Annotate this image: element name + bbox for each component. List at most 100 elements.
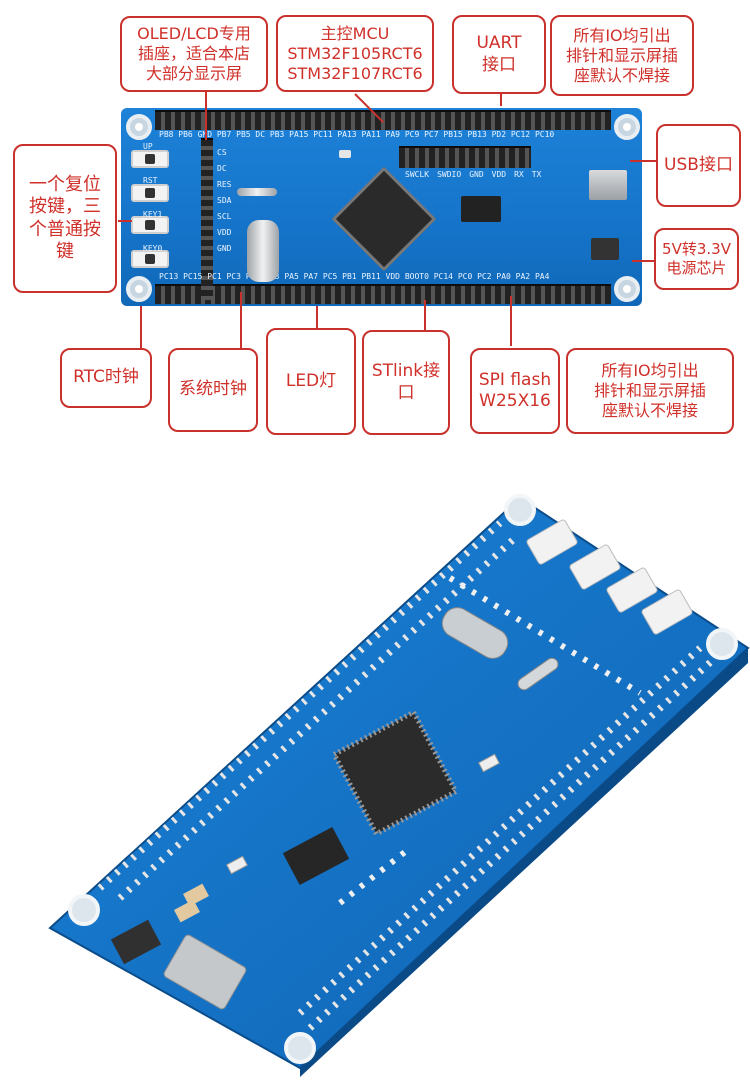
- callout-line: [205, 70, 207, 140]
- oled-pin-label: RES: [217, 180, 232, 189]
- callout-system-clock: 系统时钟: [168, 348, 258, 432]
- top-pin-label: PA11: [361, 130, 381, 139]
- top-pin-label: PB7: [216, 130, 232, 139]
- mount-hole: [284, 1032, 316, 1064]
- tact-button: [569, 544, 621, 590]
- callout-power: 5V转3.3V 电源芯片: [654, 228, 739, 290]
- key-label: KEY1: [143, 210, 163, 219]
- key-label: UP: [143, 142, 153, 151]
- stlink-header-pads: [338, 845, 412, 906]
- key-label: RST: [143, 176, 158, 185]
- callout-stlink: STlink接 口: [362, 330, 450, 435]
- system-crystal: [441, 607, 509, 659]
- header-label: SWDIO: [437, 170, 462, 179]
- bottom-pin-label: PC0: [457, 272, 473, 281]
- top-pin-label: GND: [198, 130, 212, 139]
- top-pin-label: PA13: [337, 130, 357, 139]
- mount-hole: [126, 114, 152, 140]
- key-labels: UP RST KEY1 KEY0: [143, 142, 162, 253]
- callout-usb: USB接口: [656, 124, 741, 207]
- top-pin-label: PB5: [236, 130, 251, 139]
- mcu-chip: [331, 166, 437, 272]
- callout-rtc: RTC时钟: [60, 348, 152, 408]
- key-label: KEY0: [143, 244, 163, 253]
- pcb-board-top: PB8 PB6 GND PB7 PB5 DC PB3 PA15 PC11 PA1…: [121, 108, 642, 306]
- tact-button: [641, 589, 693, 635]
- bottom-pin-label: BOOT0: [404, 272, 429, 281]
- top-pin-label: PC10: [534, 130, 555, 139]
- bottom-pin-label: PA5: [284, 272, 299, 281]
- bottom-pin-label: VDD: [385, 272, 400, 281]
- oled-pin-label: CS: [217, 148, 227, 157]
- oled-socket: [201, 138, 213, 300]
- oled-pin-label: DC: [217, 164, 227, 173]
- mount-hole: [504, 494, 536, 526]
- header-label: TX: [531, 170, 542, 179]
- usb-connector: [589, 170, 627, 200]
- top-pin-labels: PB8 PB6 GND PB7 PB5 DC PB3 PA15 PC11 PA1…: [159, 130, 554, 139]
- bottom-pin-label: PC3: [226, 272, 241, 281]
- bottom-pin-labels: PC13 PC15 PC1 PC3 PA1 PA3 PA5 PA7 PC5 PB…: [159, 272, 549, 281]
- power-regulator-chip: [591, 238, 619, 260]
- mcu-chip: [330, 708, 460, 838]
- top-pin-label: PB15: [443, 130, 463, 139]
- tact-button: [526, 519, 578, 565]
- capacitor: [174, 899, 200, 923]
- bottom-pin-label: PB1: [342, 272, 357, 281]
- top-pin-label: PA9: [385, 130, 400, 139]
- callout-line: [316, 306, 318, 328]
- oled-pin-label: SDA: [217, 196, 232, 205]
- top-pin-label: PB3: [269, 130, 285, 139]
- callout-io-top: 所有IO均引出 排针和显示屏插 座默认不焊接: [550, 15, 694, 96]
- up-button: [131, 150, 169, 168]
- reset-button: [131, 184, 169, 202]
- capacitor: [183, 883, 209, 907]
- top-pin-label: PC9: [404, 130, 420, 139]
- stlink-uart-header: [399, 146, 531, 168]
- led-component: [339, 150, 351, 158]
- callout-line: [424, 300, 426, 330]
- pad-row-left-inner: [117, 535, 518, 901]
- bottom-pin-label: PA7: [303, 272, 319, 281]
- bottom-pin-label: PB11: [361, 272, 381, 281]
- callout-io-bottom: 所有IO均引出 排针和显示屏插 座默认不焊接: [566, 348, 734, 434]
- bottom-pin-label: PC5: [322, 272, 338, 281]
- top-pin-label: PC12: [510, 130, 531, 139]
- pin-header-bottom: [155, 284, 611, 304]
- callout-line: [632, 260, 654, 262]
- key0-button: [131, 250, 169, 268]
- top-pin-label: PB13: [467, 130, 487, 139]
- bottom-board-photo: [0, 458, 750, 1077]
- angled-board-svg: [48, 494, 750, 1077]
- callout-line: [140, 306, 142, 350]
- usb-connector: [163, 934, 247, 1010]
- key1-button: [131, 216, 169, 234]
- rtc-crystal: [237, 188, 277, 196]
- callout-oled-lcd: OLED/LCD专用 插座，适合本店 大部分显示屏: [120, 16, 268, 92]
- pcb-board-edge: [300, 648, 748, 1077]
- pad-row-right-inner: [297, 645, 703, 1016]
- bottom-pin-label: PA4: [534, 272, 550, 281]
- bottom-pin-label: PC1: [207, 272, 222, 281]
- callout-reset-keys: 一个复位 按键，三 个普通按 键: [13, 144, 117, 293]
- top-pin-label: PC7: [424, 130, 439, 139]
- callout-line: [240, 292, 242, 348]
- callout-spi-flash: SPI flash W25X16: [470, 348, 560, 434]
- callout-line: [510, 296, 512, 346]
- tact-button: [606, 567, 658, 613]
- mount-hole: [706, 628, 738, 660]
- rtc-crystal: [517, 657, 559, 691]
- spi-flash-chip: [461, 196, 501, 222]
- system-crystal: [247, 220, 279, 282]
- top-pin-label: DC: [255, 130, 266, 139]
- mount-hole: [614, 114, 640, 140]
- oled-pin-label: VDD: [217, 228, 232, 237]
- bottom-pin-label: PA2: [515, 272, 531, 281]
- led-component: [478, 753, 500, 773]
- callout-led: LED灯: [266, 328, 356, 435]
- bottom-pin-label: PC13: [159, 272, 179, 281]
- bottom-pin-label: PC14: [433, 272, 453, 281]
- header-label: GND: [469, 170, 484, 179]
- mount-hole: [614, 276, 640, 302]
- power-regulator-chip: [110, 919, 162, 965]
